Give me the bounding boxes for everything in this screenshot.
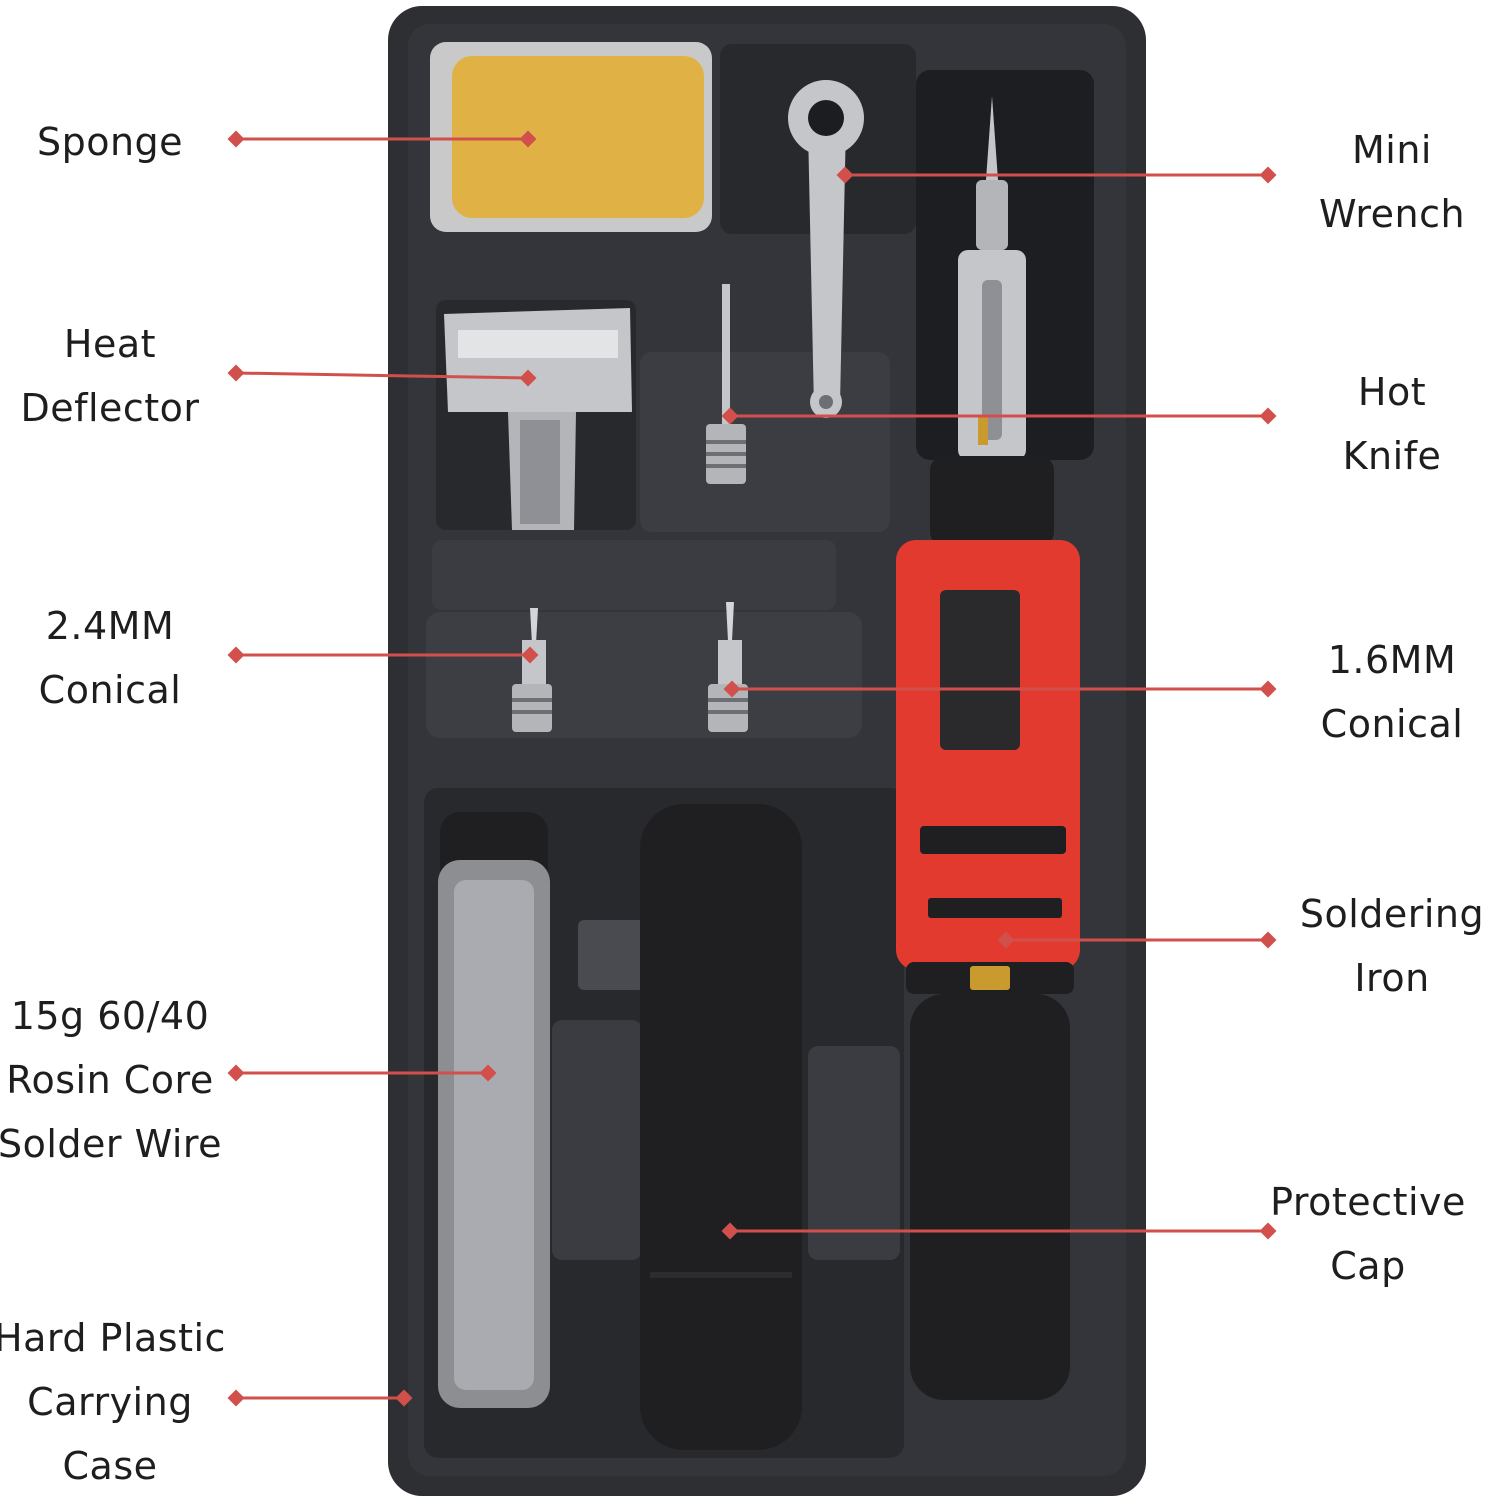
compartment <box>578 920 644 990</box>
leader-dot-hot-knife-start <box>721 407 739 425</box>
sponge <box>452 56 704 218</box>
hot-knife-tip <box>706 284 746 484</box>
label-protective-cap: Protective Cap <box>1270 1180 1466 1288</box>
label-conical-24: 2.4MM Conical <box>38 604 182 712</box>
leader-line-heat-deflector <box>235 371 529 380</box>
leader-dot-carrying-case-start <box>227 1389 245 1407</box>
leader-dot-soldering-iron-start <box>997 931 1015 949</box>
compartment <box>426 612 862 738</box>
label-conical-16: 1.6MM Conical <box>1320 638 1464 746</box>
protective-cap <box>640 804 802 1450</box>
label-carrying-case: Hard Plastic Carrying Case <box>0 1316 226 1488</box>
conical-tip-16 <box>708 602 748 732</box>
leader-dot-conical-16-start <box>723 680 741 698</box>
label-sponge: Sponge <box>36 120 184 164</box>
leader-dot-sponge-end <box>519 130 537 148</box>
solder-wire-tube <box>438 812 550 1408</box>
compartment <box>640 352 890 532</box>
label-solder-wire: 15g 60/40 Rosin Core Solder Wire <box>0 994 223 1166</box>
compartment <box>808 1046 900 1260</box>
conical-tip-24 <box>512 608 552 732</box>
compartment <box>432 540 836 610</box>
label-soldering-iron: Soldering Iron <box>1299 892 1485 1000</box>
soldering-iron <box>896 96 1080 1400</box>
leader-dot-mini-wrench-start <box>836 166 854 184</box>
leader-dot-heat-deflector-end <box>519 369 537 387</box>
leader-dot-conical-24-end <box>521 646 539 664</box>
leader-dot-sponge-start <box>227 130 245 148</box>
label-hot-knife: Hot Knife <box>1342 370 1442 478</box>
leader-dot-protective-cap-start <box>721 1222 739 1240</box>
leader-dot-conical-16-end <box>1259 680 1277 698</box>
leader-dot-conical-24-start <box>227 646 245 664</box>
compartment <box>552 1020 642 1260</box>
mini-wrench <box>788 80 864 418</box>
leader-dot-soldering-iron-end <box>1259 931 1277 949</box>
leader-dot-solder-wire-start <box>227 1064 245 1082</box>
heat-deflector <box>444 308 632 530</box>
leader-dot-protective-cap-end <box>1259 1222 1277 1240</box>
leader-dot-heat-deflector-start <box>227 364 245 382</box>
label-mini-wrench: Mini Wrench <box>1318 128 1466 236</box>
label-heat-deflector: Heat Deflector <box>20 322 200 430</box>
